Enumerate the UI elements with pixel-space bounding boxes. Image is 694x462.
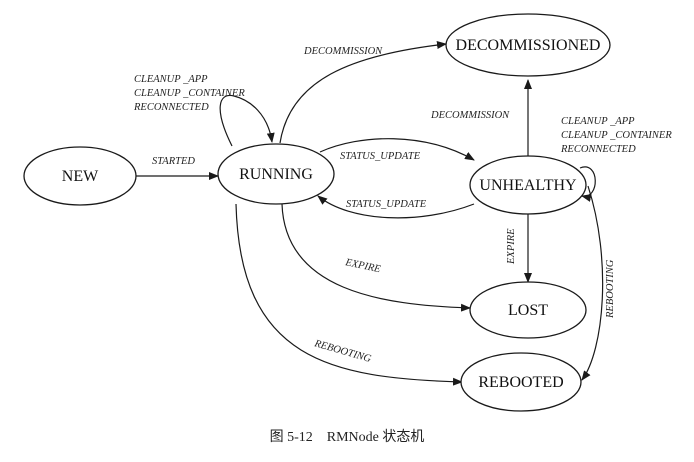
edge-label-decommission-running: DECOMMISSION <box>303 46 383 57</box>
edge-running-to-unhealthy <box>319 138 475 161</box>
node-new: NEW <box>23 146 137 206</box>
edge-label-expire-running: EXPIRE <box>343 257 382 275</box>
node-decommissioned: DECOMMISSIONED <box>445 13 611 77</box>
edge-label-unhealthy-self-2: CLEANUP _CONTAINER <box>561 130 672 141</box>
edge-label-status-update-to-running: STATUS_UPDATE <box>346 199 427 210</box>
node-label-unhealthy: UNHEALTHY <box>479 177 577 194</box>
edge-running-decommission <box>279 41 447 144</box>
edge-unhealthy-self-loop <box>579 166 596 202</box>
node-label-decommissioned: DECOMMISSIONED <box>456 37 601 54</box>
edge-running-rebooting <box>235 203 463 386</box>
edge-label-running-self-1: CLEANUP _APP <box>134 74 208 85</box>
edge-label-rebooting-unhealthy: REBOOTING <box>605 259 616 319</box>
figure-caption: 图 5-12 RMNode 状态机 <box>269 430 425 445</box>
edge-label-started: STARTED <box>152 156 195 167</box>
edge-label-expire-unhealthy: EXPIRE <box>506 228 517 265</box>
edge-label-running-self-3: RECONNECTED <box>133 102 209 113</box>
node-label-rebooted: REBOOTED <box>478 374 563 391</box>
edge-unhealthy-to-running <box>317 195 475 219</box>
node-label-lost: LOST <box>508 302 548 319</box>
node-label-running: RUNNING <box>239 166 313 183</box>
edge-running-self-loop <box>219 94 275 147</box>
edge-label-status-update-to-unhealthy: STATUS_UPDATE <box>340 151 421 162</box>
edge-unhealthy-rebooting <box>581 185 604 381</box>
node-rebooted: REBOOTED <box>460 352 582 412</box>
node-label-new: NEW <box>62 168 99 185</box>
edge-label-unhealthy-self-3: RECONNECTED <box>560 144 636 155</box>
node-lost: LOST <box>469 281 587 339</box>
node-unhealthy: UNHEALTHY <box>469 155 587 215</box>
edge-running-expire <box>281 203 471 312</box>
edge-label-running-self-2: CLEANUP _CONTAINER <box>134 88 245 99</box>
edge-label-unhealthy-self-1: CLEANUP _APP <box>561 116 635 127</box>
node-running: RUNNING <box>217 143 335 205</box>
edge-label-decommission-unhealthy: DECOMMISSION <box>430 110 510 121</box>
